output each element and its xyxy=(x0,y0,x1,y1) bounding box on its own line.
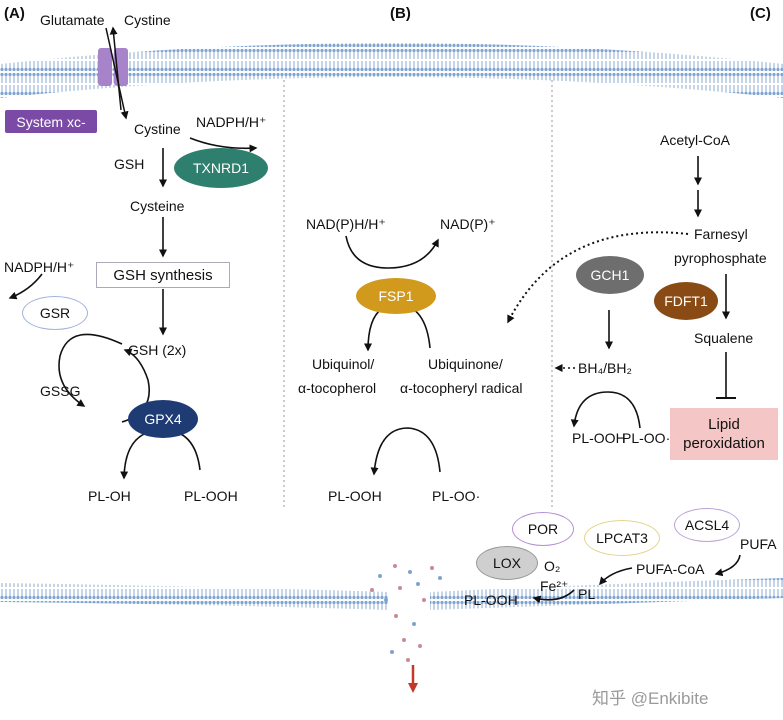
pl-ooh-c-label: PL-OOH xyxy=(572,430,626,446)
pl-ooh-bottom-label: PL-OOH xyxy=(464,592,518,608)
pl-ooh-a-label: PL-OOH xyxy=(184,488,238,504)
pufa-coa-label: PUFA-CoA xyxy=(636,561,705,577)
gsh-synthesis-box: GSH synthesis xyxy=(96,262,230,288)
txnrd1-enzyme: TXNRD1 xyxy=(174,148,268,188)
top-membrane xyxy=(0,43,783,98)
lipid-peroxidation-box: Lipid peroxidation xyxy=(670,408,778,460)
nadph-top-label: NADPH/H⁺ xyxy=(196,114,267,130)
cystine-extracellular-label: Cystine xyxy=(124,12,171,28)
panel-label-b: (B) xyxy=(390,5,411,22)
cystine-label: Cystine xyxy=(134,121,181,137)
acsl4-enzyme: ACSL4 xyxy=(674,508,740,542)
gsh-2x-label: GSH (2x) xyxy=(128,342,187,358)
gsr-enzyme: GSR xyxy=(22,296,88,330)
farnesyl-label: Farnesyl xyxy=(694,226,748,242)
fsp1-enzyme: FSP1 xyxy=(356,278,436,314)
tocopherol-label: α-tocopherol xyxy=(298,380,377,396)
gch1-enzyme: GCH1 xyxy=(576,256,644,294)
nadp-b-label: NAD(P)⁺ xyxy=(440,216,496,232)
transporter-left xyxy=(98,48,112,86)
ubiquinone-label: Ubiquinone/ xyxy=(428,356,503,372)
cysteine-label: Cysteine xyxy=(130,198,185,214)
gsh-label: GSH xyxy=(114,156,145,172)
pl-label: PL xyxy=(578,586,596,602)
watermark: 知乎 @Enkibite xyxy=(592,689,709,708)
fdft1-enzyme: FDFT1 xyxy=(654,282,718,320)
bottom-membrane-left xyxy=(0,583,388,610)
o2-label: O₂ xyxy=(544,558,561,574)
panel-label-c: (C) xyxy=(750,5,771,22)
lox-enzyme: LOX xyxy=(476,546,538,580)
glutamate-label: Glutamate xyxy=(40,12,105,28)
lipid-peroxidation-line2: peroxidation xyxy=(683,435,765,452)
pyrophosphate-label: pyrophosphate xyxy=(674,250,767,266)
bh4-bh2-label: BH₄/BH₂ xyxy=(578,360,632,376)
tocopheryl-radical-label: α-tocopheryl radical xyxy=(400,380,523,396)
acetyl-coa-label: Acetyl-CoA xyxy=(660,132,731,148)
pufa-label: PUFA xyxy=(740,536,777,552)
lpcat3-enzyme: LPCAT3 xyxy=(584,520,660,556)
pl-oh-label: PL-OH xyxy=(88,488,131,504)
fe2-label: Fe²⁺ xyxy=(540,578,569,594)
system-xc-label: System xc- xyxy=(5,110,97,133)
nadph-left-label: NADPH/H⁺ xyxy=(4,259,75,275)
pl-ooh-b-label: PL-OOH xyxy=(328,488,382,504)
pl-oo-b-label: PL-OO· xyxy=(432,488,481,504)
pl-oo-c-label: PL-OO· xyxy=(622,430,671,446)
squalene-label: Squalene xyxy=(694,330,754,346)
bottom-membrane-right xyxy=(430,578,783,610)
scattered-lipids xyxy=(370,564,442,662)
gpx4-enzyme: GPX4 xyxy=(128,400,198,438)
por-enzyme: POR xyxy=(512,512,574,546)
ubiquinol-label: Ubiquinol/ xyxy=(312,356,375,372)
gssg-label: GSSG xyxy=(40,383,81,399)
lipid-peroxidation-line1: Lipid xyxy=(708,416,740,433)
nadph-b-label: NAD(P)H/H⁺ xyxy=(306,216,386,232)
panel-label-a: (A) xyxy=(4,5,25,22)
